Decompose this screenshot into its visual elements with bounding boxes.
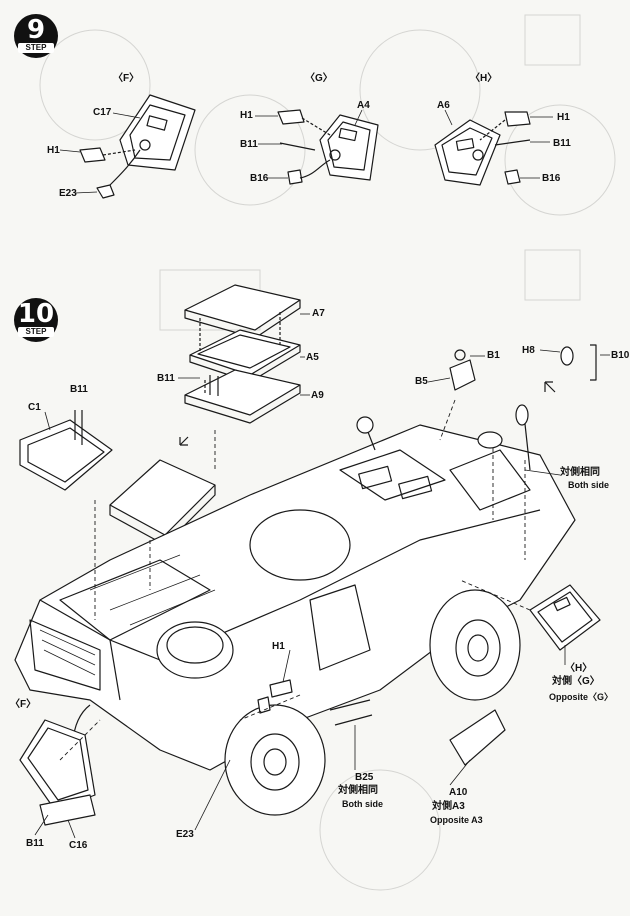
part-e23: E23 [176, 829, 194, 840]
step9-view-g-door [277, 109, 379, 185]
front-grille [29, 619, 101, 691]
arrow-mark [179, 436, 189, 446]
part-b16: B16 [542, 173, 561, 184]
front-right-wheel [429, 589, 521, 701]
vehicle-hull [14, 424, 576, 771]
part-b11: B11 [70, 384, 88, 395]
part-h1: H1 [272, 641, 285, 652]
part-a10: A10 [449, 787, 468, 798]
part-a5: A5 [306, 352, 319, 363]
b1-b5-periscope [449, 349, 476, 391]
b25-both-side-en: Both side [342, 799, 384, 809]
background-wheel-ghost [194, 94, 306, 206]
left-mirror [356, 416, 376, 451]
round-hatch [156, 621, 234, 679]
part-b16: B16 [250, 173, 269, 184]
part-b25: B25 [355, 772, 374, 783]
front-left-wheel [224, 704, 326, 816]
background-box-ghost [524, 14, 581, 66]
both-side-cn-label: 対側相同 [560, 467, 600, 478]
part-b5: B5 [415, 376, 428, 387]
both-side-en-label: Both side [568, 480, 610, 490]
part-b10: B10 [611, 350, 630, 361]
h8-b10-mirror-parts [560, 344, 597, 381]
part-b11: B11 [240, 139, 258, 150]
view-f-label: 〈F〉 [113, 73, 140, 84]
part-a9: A9 [311, 390, 324, 401]
opposite-g-en-label: Opposite〈G〉 [549, 692, 614, 702]
right-mirror [515, 404, 531, 471]
part-h8: H8 [522, 345, 535, 356]
part-b11: B11 [157, 373, 175, 384]
step10-hatch-assembly [184, 284, 301, 424]
e23-part [96, 184, 115, 199]
arrow-mark [544, 381, 556, 393]
part-a4: A4 [357, 100, 370, 111]
step-number: 10 [17, 299, 55, 329]
part-c17: C17 [93, 107, 112, 118]
b25-steps [329, 699, 373, 726]
view-h-label: 〈H〉 [565, 663, 593, 674]
part-c16: C16 [69, 840, 88, 851]
background-wheel-ghost [359, 29, 481, 151]
step-word: STEP [18, 43, 54, 53]
step10-left-door-f [19, 719, 96, 826]
a10-part [449, 709, 506, 766]
b25-both-side-cn: 対側相同 [338, 785, 378, 796]
step-number: 9 [26, 15, 46, 45]
step-word: STEP [18, 327, 54, 337]
opposite-a3-en: Opposite A3 [430, 815, 483, 825]
step10-c1-hatch [19, 410, 113, 491]
both-side-dome [477, 431, 503, 449]
c16-part [39, 794, 96, 826]
background-wheel-ghost [39, 29, 151, 141]
h1-part [277, 109, 305, 125]
view-g-label: 〈G〉 [305, 73, 333, 84]
step-10-badge: 10 STEP [14, 298, 58, 342]
step9-view-f-door [79, 94, 196, 199]
part-c1: C1 [28, 402, 41, 413]
background-box-ghost [524, 249, 581, 301]
part-h1: H1 [557, 112, 570, 123]
background-wheel-ghost [504, 104, 616, 216]
part-h1: H1 [240, 110, 253, 121]
part-a7: A7 [312, 308, 325, 319]
e23-front-part [257, 696, 271, 714]
opposite-a3-cn: 対側A3 [432, 801, 465, 812]
opposite-g-cn-label: 対側〈G〉 [552, 676, 600, 687]
view-h-label: 〈H〉 [470, 73, 498, 84]
background-wheel-ghost [319, 769, 441, 891]
part-b11: B11 [553, 138, 571, 149]
part-e23: E23 [59, 188, 77, 199]
step9-view-h-door [434, 111, 531, 186]
part-b11: B11 [26, 838, 44, 849]
part-h1: H1 [47, 145, 60, 156]
part-a6: A6 [437, 100, 450, 111]
b16-part [504, 169, 521, 185]
view-f-label: 〈F〉 [10, 699, 37, 710]
h1-part [504, 111, 531, 127]
h1-part [79, 147, 106, 163]
step10-right-door-h [529, 584, 601, 651]
b16-part [287, 169, 303, 185]
part-b1: B1 [487, 350, 500, 361]
step-9-badge: 9 STEP [14, 14, 58, 58]
